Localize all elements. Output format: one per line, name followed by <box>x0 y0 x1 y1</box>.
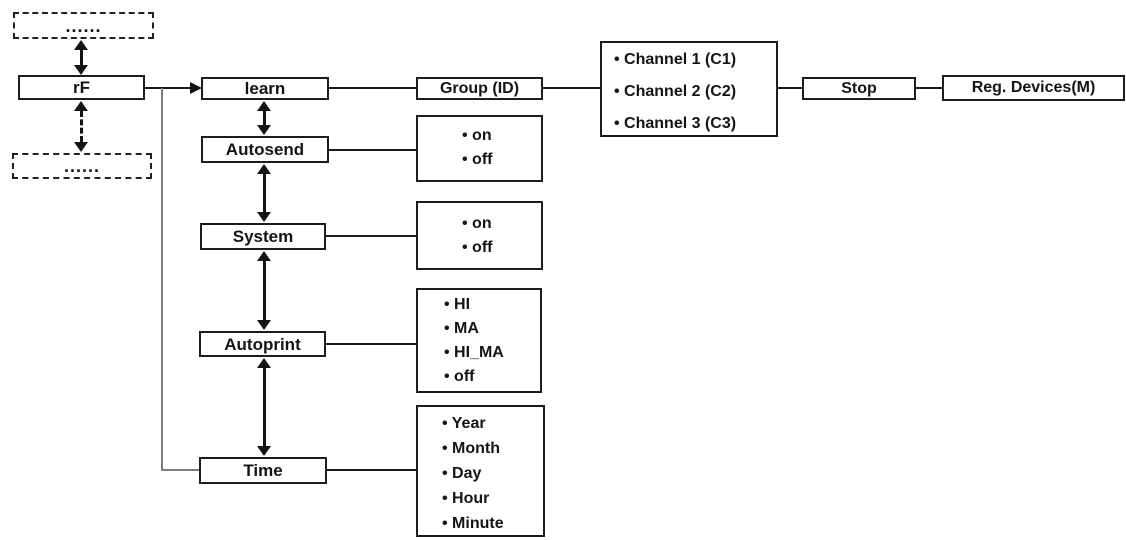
branch-line-into-time <box>161 469 199 471</box>
arrow-shaft <box>262 261 266 320</box>
option-channel-3: • Channel 3 (C3) <box>614 115 737 132</box>
node-dashed-top-label: ...... <box>65 15 102 36</box>
options-system: • on • off <box>416 201 543 270</box>
arrow-shaft <box>262 174 266 212</box>
arrow-shaft <box>262 111 266 125</box>
arrow-right-icon <box>190 82 202 94</box>
arrow-up-icon <box>74 101 88 111</box>
arrow-up-icon <box>257 358 271 368</box>
connector-group-channels <box>543 87 600 89</box>
node-stop: Stop <box>802 77 916 100</box>
node-dashed-bottom-label: ...... <box>63 156 100 176</box>
arrow-up-icon <box>257 164 271 174</box>
option-channel-2: • Channel 2 (C2) <box>614 83 737 100</box>
option-time-year: • Year <box>442 415 486 432</box>
arrow-up-icon <box>257 251 271 261</box>
arrow-down-icon <box>257 446 271 456</box>
node-dashed-bottom: ...... <box>12 153 152 179</box>
option-time-month: • Month <box>442 440 501 457</box>
option-autoprint-ma: • MA <box>444 320 479 337</box>
double-arrow-rf-dashedbottom <box>74 101 88 152</box>
double-arrow-autosend-system <box>257 164 271 222</box>
arrow-shaft-dashed <box>79 111 83 142</box>
connector-stop-regdevices <box>916 87 942 89</box>
options-time: • Year • Month • Day • Hour • Minute <box>416 405 545 537</box>
option-autoprint-hi-ma: • HI_MA <box>444 344 504 361</box>
arrow-down-icon <box>74 65 88 75</box>
node-time: Time <box>199 457 327 484</box>
option-autosend-off: • off <box>462 151 493 168</box>
arrow-down-icon <box>74 142 88 152</box>
option-autoprint-hi: • HI <box>444 296 471 313</box>
arrow-shaft <box>79 50 83 65</box>
branch-line-rf-to-time <box>161 88 163 470</box>
double-arrow-dashedtop-rf <box>74 40 88 75</box>
connector-autosend-options <box>329 149 416 151</box>
connector-time-options <box>327 469 416 471</box>
node-group-id: Group (ID) <box>416 77 543 100</box>
connector-system-options <box>326 235 416 237</box>
option-time-day: • Day <box>442 465 482 482</box>
node-autosend-label: Autosend <box>225 140 305 159</box>
node-learn-label: learn <box>244 79 286 98</box>
options-autoprint: • HI • MA • HI_MA • off <box>416 288 542 393</box>
arrow-down-icon <box>257 320 271 330</box>
arrow-up-icon <box>74 40 88 50</box>
connector-channels-stop <box>778 87 802 89</box>
double-arrow-learn-autosend <box>257 101 271 135</box>
node-reg-devices-label: Reg. Devices(M) <box>971 79 1096 96</box>
node-autoprint-label: Autoprint <box>224 334 301 354</box>
node-system-label: System <box>232 227 294 246</box>
double-arrow-system-autoprint <box>257 251 271 330</box>
double-arrow-autoprint-time <box>257 358 271 456</box>
option-system-off: • off <box>462 239 493 256</box>
arrow-down-icon <box>257 125 271 135</box>
node-stop-label: Stop <box>841 79 877 97</box>
node-learn: learn <box>201 77 329 100</box>
connector-learn-group <box>329 87 416 89</box>
options-autosend: • on • off <box>416 115 543 182</box>
node-group-id-label: Group (ID) <box>439 79 520 97</box>
options-channels: • Channel 1 (C1) • Channel 2 (C2) • Chan… <box>600 41 778 137</box>
option-time-minute: • Minute <box>442 515 504 532</box>
node-reg-devices: Reg. Devices(M) <box>942 75 1125 101</box>
node-dashed-top: ...... <box>13 12 154 39</box>
node-rf: rF <box>18 75 145 100</box>
option-time-hour: • Hour <box>442 490 490 507</box>
arrow-up-icon <box>257 101 271 111</box>
node-time-label: Time <box>243 461 283 480</box>
option-system-on: • on <box>462 215 492 232</box>
node-rf-label: rF <box>73 78 90 97</box>
option-autoprint-off: • off <box>444 368 475 385</box>
option-channel-1: • Channel 1 (C1) <box>614 51 737 68</box>
arrow-shaft <box>262 368 266 446</box>
node-autoprint: Autoprint <box>199 331 326 357</box>
node-autosend: Autosend <box>201 136 329 163</box>
connector-rf-learn <box>145 87 192 89</box>
connector-autoprint-options <box>326 343 416 345</box>
option-autosend-on: • on <box>462 127 492 144</box>
node-system: System <box>200 223 326 250</box>
arrow-down-icon <box>257 212 271 222</box>
